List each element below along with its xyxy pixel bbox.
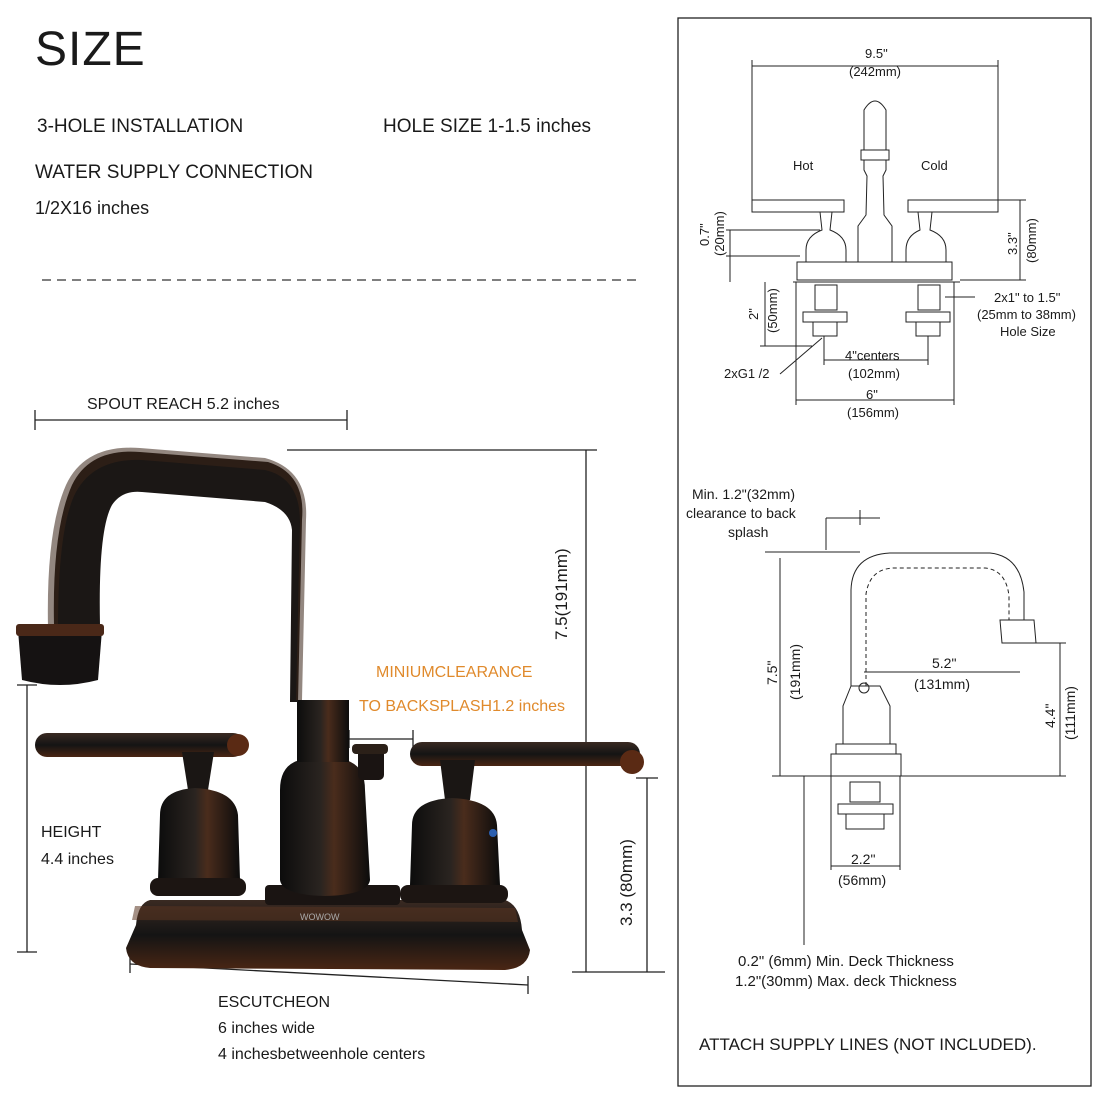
- spec-water-supply-size: 1/2X16 inches: [35, 198, 150, 218]
- h44-mm: (111mm): [1062, 686, 1078, 740]
- centers-in: 4"centers: [845, 348, 900, 363]
- reach-mm: (131mm): [914, 676, 971, 692]
- width-95-in: 9.5": [865, 46, 888, 61]
- base-in: 2.2": [851, 851, 876, 867]
- h2-in: 2": [746, 308, 761, 320]
- spec-water-supply: WATER SUPPLY CONNECTION: [35, 162, 313, 183]
- supply-lines-note: ATTACH SUPPLY LINES (NOT INCLUDED).: [699, 1035, 1037, 1054]
- escutcheon-centers: 4 inchesbetweenhole centers: [218, 1046, 426, 1063]
- h33-mm: (80mm): [1024, 218, 1039, 263]
- h75-mm: (191mm): [787, 643, 803, 700]
- h07-mm: (20mm): [712, 211, 727, 256]
- h33-in: 3.3": [1005, 232, 1020, 255]
- h2-mm: (50mm): [765, 288, 780, 333]
- spec-installation: 3-HOLE INSTALLATION: [37, 116, 244, 137]
- clearance-line1: Min. 1.2"(32mm): [692, 486, 795, 502]
- page-title: SIZE: [35, 23, 146, 76]
- front-view-drawing: [726, 60, 1026, 405]
- escutcheon-width: 6 inches wide: [218, 1020, 315, 1037]
- base-mm: (56mm): [838, 872, 887, 888]
- clearance-line2: clearance to back: [686, 505, 796, 521]
- height-label: HEIGHT: [41, 824, 102, 841]
- panel-border: [677, 17, 1092, 1087]
- spec-hole-size: HOLE SIZE 1-1.5 inches: [383, 116, 592, 137]
- hot-label: Hot: [793, 158, 814, 173]
- spout-reach-label: SPOUT REACH 5.2 inches: [87, 396, 280, 413]
- cold-label: Cold: [921, 158, 948, 173]
- h75-in: 7.5": [764, 660, 780, 685]
- h07-in: 0.7": [697, 223, 712, 246]
- height-value: 4.4 inches: [41, 851, 114, 868]
- thread-label: 2xG1 /2: [724, 366, 770, 381]
- centers-mm: (102mm): [848, 366, 901, 381]
- w6-mm: (156mm): [847, 405, 900, 420]
- hole-size-line1: 2x1" to 1.5": [994, 290, 1061, 305]
- hole-size-line2: (25mm to 38mm): [977, 307, 1076, 322]
- deck-min-thickness: 0.2" (6mm) Min. Deck Thickness: [738, 953, 954, 970]
- reach-in: 5.2": [932, 655, 957, 671]
- deck-max-thickness: 1.2"(30mm) Max. deck Thickness: [735, 973, 957, 990]
- clearance-label-1: MINIUMCLEARANCE: [376, 664, 533, 681]
- hole-size-line3: Hole Size: [1000, 324, 1056, 339]
- brand-logo: WOWOW: [300, 912, 340, 922]
- h44-in: 4.4": [1042, 703, 1058, 728]
- clearance-label-2: TO BACKSPLASH1.2 inches: [359, 698, 566, 715]
- side-view-drawing: [765, 510, 1066, 945]
- clearance-line3: splash: [728, 524, 769, 540]
- escutcheon-label: ESCUTCHEON: [218, 994, 331, 1011]
- width-95-mm: (242mm): [849, 64, 902, 79]
- w6-in: 6": [866, 387, 878, 402]
